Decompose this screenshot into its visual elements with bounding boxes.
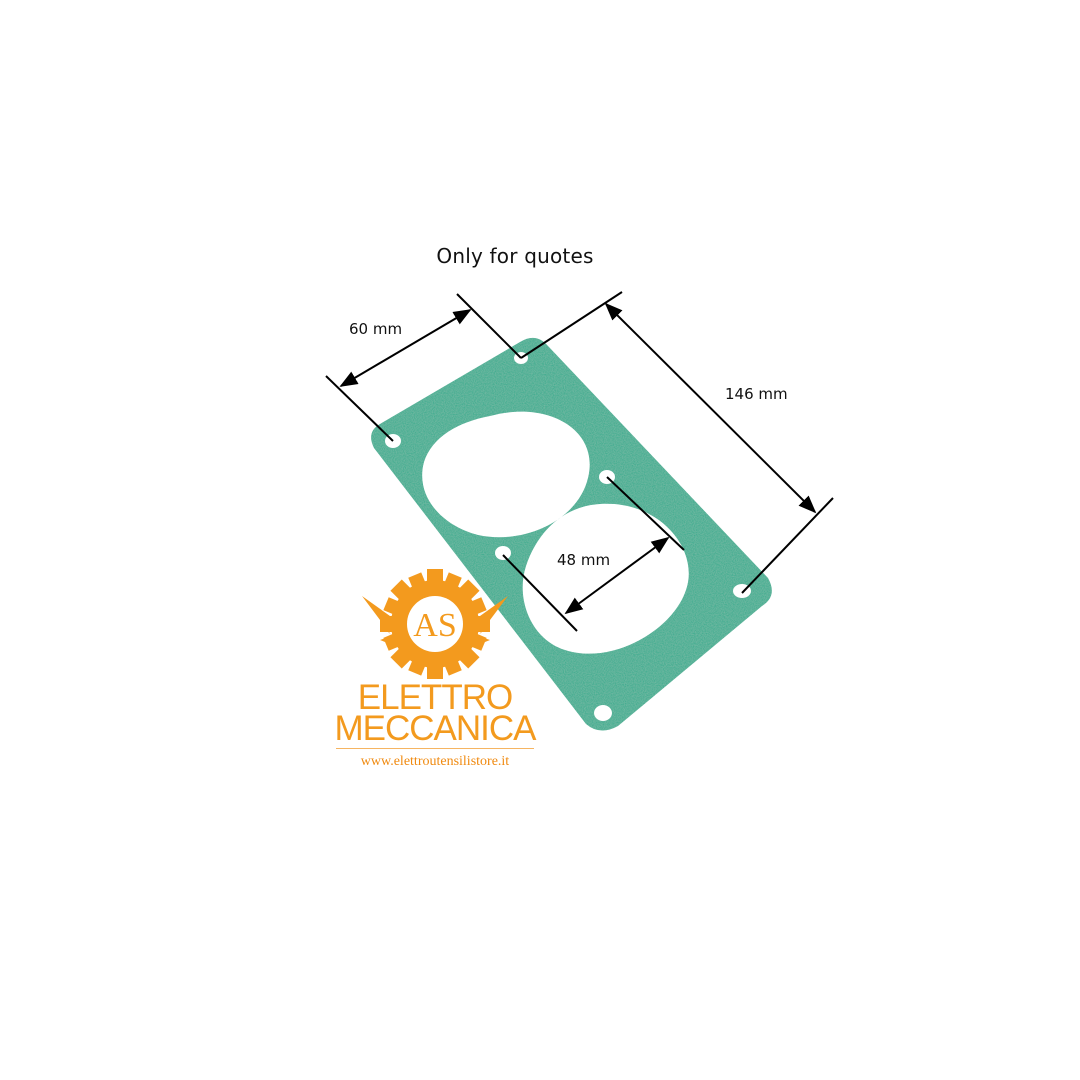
dimension-label-60mm: 60 mm <box>349 320 403 338</box>
logo-divider <box>336 748 534 749</box>
dimension-48mm <box>502 476 685 632</box>
page-title: Only for quotes <box>436 244 594 268</box>
dimension-label-146mm: 146 mm <box>725 385 788 403</box>
logo-gear-icon <box>362 569 508 679</box>
logo-line-elettro: ELETTRO <box>357 678 513 717</box>
gasket <box>371 337 772 731</box>
logo-line-meccanica: MECCANICA <box>334 709 536 748</box>
dimension-label-48mm: 48 mm <box>557 551 611 569</box>
logo-monogram: AS <box>413 607 456 644</box>
dimension-60mm <box>325 293 522 442</box>
logo-url: www.elettroutensilistore.it <box>360 754 510 769</box>
dimension-146mm <box>520 291 834 594</box>
